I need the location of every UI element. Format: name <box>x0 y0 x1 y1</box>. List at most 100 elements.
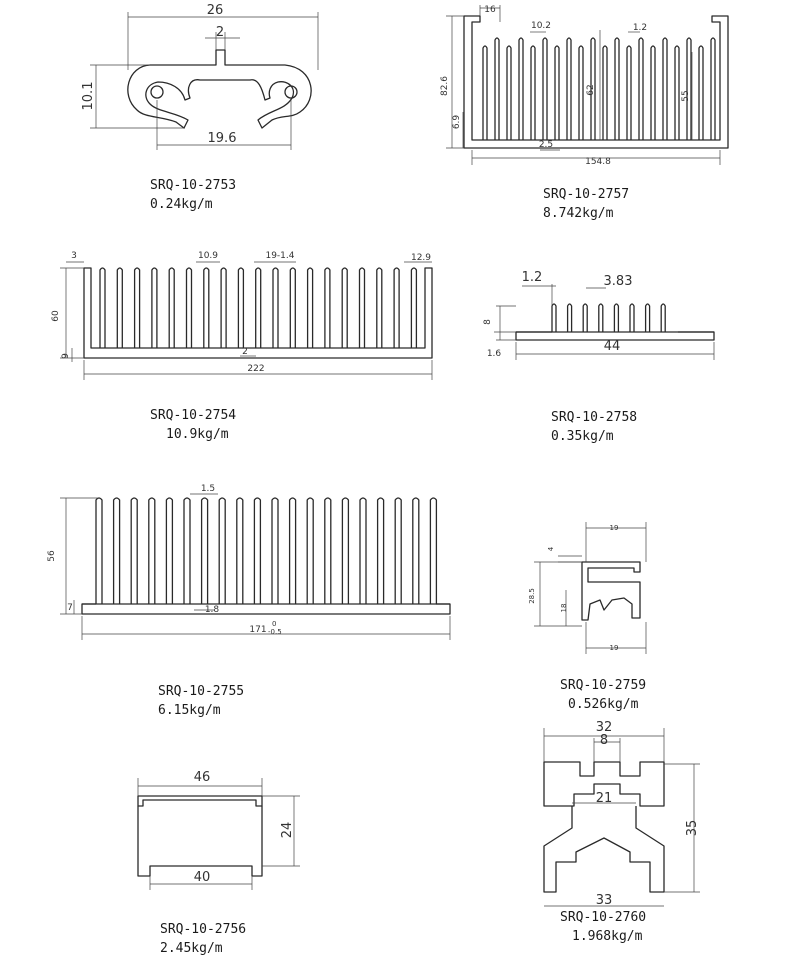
fin-2755 <box>376 497 385 604</box>
fin-2757 <box>674 45 680 140</box>
fin-2757 <box>602 45 608 140</box>
fin-2755 <box>306 497 314 604</box>
fin-2757 <box>662 37 668 140</box>
fin-2754 <box>341 267 348 348</box>
fin-2757 <box>554 45 560 140</box>
fin-2754 <box>324 267 331 348</box>
fin-2757 <box>710 37 716 140</box>
fin-2755 <box>412 497 420 604</box>
fin-2754 <box>272 267 279 348</box>
model-2758: SRQ-10-2758 <box>551 410 638 425</box>
weight-2757: 8.742kg/m <box>543 206 614 221</box>
dim-2757-base: 6.9 <box>452 115 462 130</box>
fin-2754 <box>376 267 383 348</box>
fin-2754 <box>99 267 106 348</box>
dim-2759-top: 19 <box>610 524 619 532</box>
fin-2754 <box>255 267 262 348</box>
dim-2753-gap: 2 <box>216 25 224 40</box>
dim-2753-width: 26 <box>207 3 224 18</box>
dim-2757-fin-h: 62 <box>586 84 596 95</box>
dim-2754-height: 60 <box>51 310 61 322</box>
dim-2756-top: 46 <box>194 770 211 785</box>
fin-2757 <box>686 37 692 140</box>
fin-2754 <box>168 267 175 348</box>
fin-2755 <box>130 497 138 604</box>
profile-2759-drawing <box>534 522 647 654</box>
dim-2757-pitch: 10.2 <box>531 21 551 31</box>
dim-2754-edge: 3 <box>71 251 77 261</box>
dim-2757-gap: 2.5 <box>539 140 553 150</box>
fin-2758 <box>598 303 604 332</box>
dim-2754-base: 9 <box>61 353 71 359</box>
dim-2754-edge-right: 12.9 <box>411 253 431 263</box>
caption-2758: SRQ-10-2758 0.35kg/m <box>551 408 637 446</box>
dim-2758-height: 8 <box>483 319 493 325</box>
weight-2760: 1.968kg/m <box>572 929 643 944</box>
profile-2753-drawing <box>90 12 319 150</box>
fin-2758 <box>613 303 620 332</box>
model-2755: SRQ-10-2755 <box>158 684 245 699</box>
profile-2757-drawing <box>446 5 729 165</box>
dim-2754-gap: 2 <box>242 347 248 357</box>
fin-2755 <box>394 497 402 604</box>
dim-2757-width: 154.8 <box>585 157 611 167</box>
fin-2755 <box>324 497 332 604</box>
dim-2757-flange: 16 <box>484 5 496 15</box>
dim-2755-tol-up: 0 <box>272 620 276 628</box>
fin-2757 <box>638 37 644 140</box>
weight-2755: 6.15kg/m <box>158 703 221 718</box>
dim-2754-width: 222 <box>247 364 264 374</box>
fin-2755 <box>236 497 244 604</box>
fin-2757 <box>590 37 596 140</box>
caption-2760: SRQ-10-2760 1.968kg/m <box>560 908 646 946</box>
model-2759: SRQ-10-2759 <box>560 678 647 693</box>
fin-2757 <box>542 37 548 140</box>
dim-2760-neck: 21 <box>596 791 613 806</box>
fin-2754 <box>410 267 418 348</box>
fin-2754 <box>133 267 141 348</box>
weight-2758: 0.35kg/m <box>551 429 614 444</box>
fin-2757 <box>698 45 704 140</box>
fin-2754 <box>116 267 123 348</box>
dim-2759-lip: 4 <box>547 546 555 551</box>
fin-2755 <box>271 497 279 604</box>
dim-2759-height: 28.5 <box>528 588 536 604</box>
fin-2757 <box>566 37 572 140</box>
fin-2758 <box>629 303 635 332</box>
dim-2754-fin: 19-1.4 <box>265 251 294 261</box>
dim-2755-fin: 1.5 <box>201 484 215 494</box>
dim-2758-base: 1.6 <box>487 349 502 359</box>
dim-2753-inner: 19.6 <box>208 131 237 146</box>
weight-2754: 10.9kg/m <box>166 427 229 442</box>
dim-2760-height: 35 <box>685 820 700 837</box>
caption-2754: SRQ-10-2754 10.9kg/m <box>150 406 236 444</box>
dim-2753-height: 10.1 <box>81 82 96 111</box>
fin-2755 <box>148 497 156 604</box>
dim-2760-slot: 8 <box>600 733 608 748</box>
fin-2754 <box>203 267 210 348</box>
fin-2755 <box>429 497 438 604</box>
weight-2759: 0.526kg/m <box>568 697 639 712</box>
dim-2758-pitch: 3.83 <box>604 274 633 289</box>
fin-2754 <box>306 267 314 348</box>
weight-2753: 0.24kg/m <box>150 197 213 212</box>
fin-2757 <box>650 45 656 140</box>
fin-2754 <box>358 267 366 348</box>
profile-2754-drawing <box>60 261 433 380</box>
caption-2757: SRQ-10-2757 8.742kg/m <box>543 185 629 223</box>
model-2757: SRQ-10-2757 <box>543 187 630 202</box>
dim-2755-base: 7 <box>67 603 73 613</box>
fin-2754 <box>393 267 400 348</box>
caption-2753: SRQ-10-2753 0.24kg/m <box>150 176 236 214</box>
profile-2760-drawing <box>543 728 700 907</box>
fin-2754 <box>185 267 193 348</box>
fin-2755 <box>218 497 226 604</box>
dim-2760-width: 32 <box>596 720 613 735</box>
caption-2756: SRQ-10-2756 2.45kg/m <box>160 920 246 958</box>
fin-2758 <box>566 303 573 332</box>
dim-2760-bottom: 33 <box>596 893 613 908</box>
fin-2755 <box>200 497 209 604</box>
fin-2758 <box>582 303 588 332</box>
dim-2756-bottom: 40 <box>194 870 211 885</box>
fin-2757 <box>494 37 500 140</box>
